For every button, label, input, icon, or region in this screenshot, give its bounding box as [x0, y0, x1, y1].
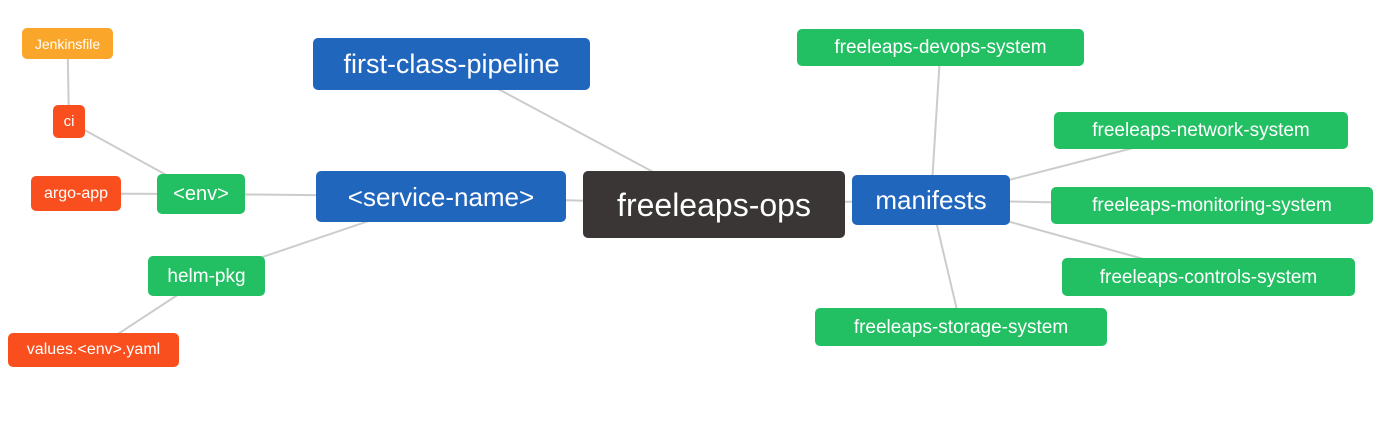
node-first-class-pipeline[interactable]: first-class-pipeline	[313, 38, 590, 90]
node-helm-pkg[interactable]: helm-pkg	[148, 256, 265, 296]
node-freeleaps-ops[interactable]: freeleaps-ops	[583, 171, 845, 238]
node-freeleaps-network-system[interactable]: freeleaps-network-system	[1054, 112, 1348, 149]
node-service-name[interactable]: <service-name>	[316, 171, 566, 222]
node-ci[interactable]: ci	[53, 105, 85, 138]
node-manifests[interactable]: manifests	[852, 175, 1010, 225]
edge-manifests--freeleaps-devops-system	[930, 47, 942, 201]
node-values-env-yaml[interactable]: values.<env>.yaml	[8, 333, 179, 367]
node-env[interactable]: <env>	[157, 174, 245, 214]
node-freeleaps-devops-system[interactable]: freeleaps-devops-system	[797, 29, 1084, 66]
node-freeleaps-storage-system[interactable]: freeleaps-storage-system	[815, 308, 1107, 346]
node-jenkinsfile[interactable]: Jenkinsfile	[22, 28, 113, 59]
node-freeleaps-controls-system[interactable]: freeleaps-controls-system	[1062, 258, 1355, 296]
node-argo-app[interactable]: argo-app	[31, 176, 121, 211]
node-freeleaps-monitoring-system[interactable]: freeleaps-monitoring-system	[1051, 187, 1373, 224]
